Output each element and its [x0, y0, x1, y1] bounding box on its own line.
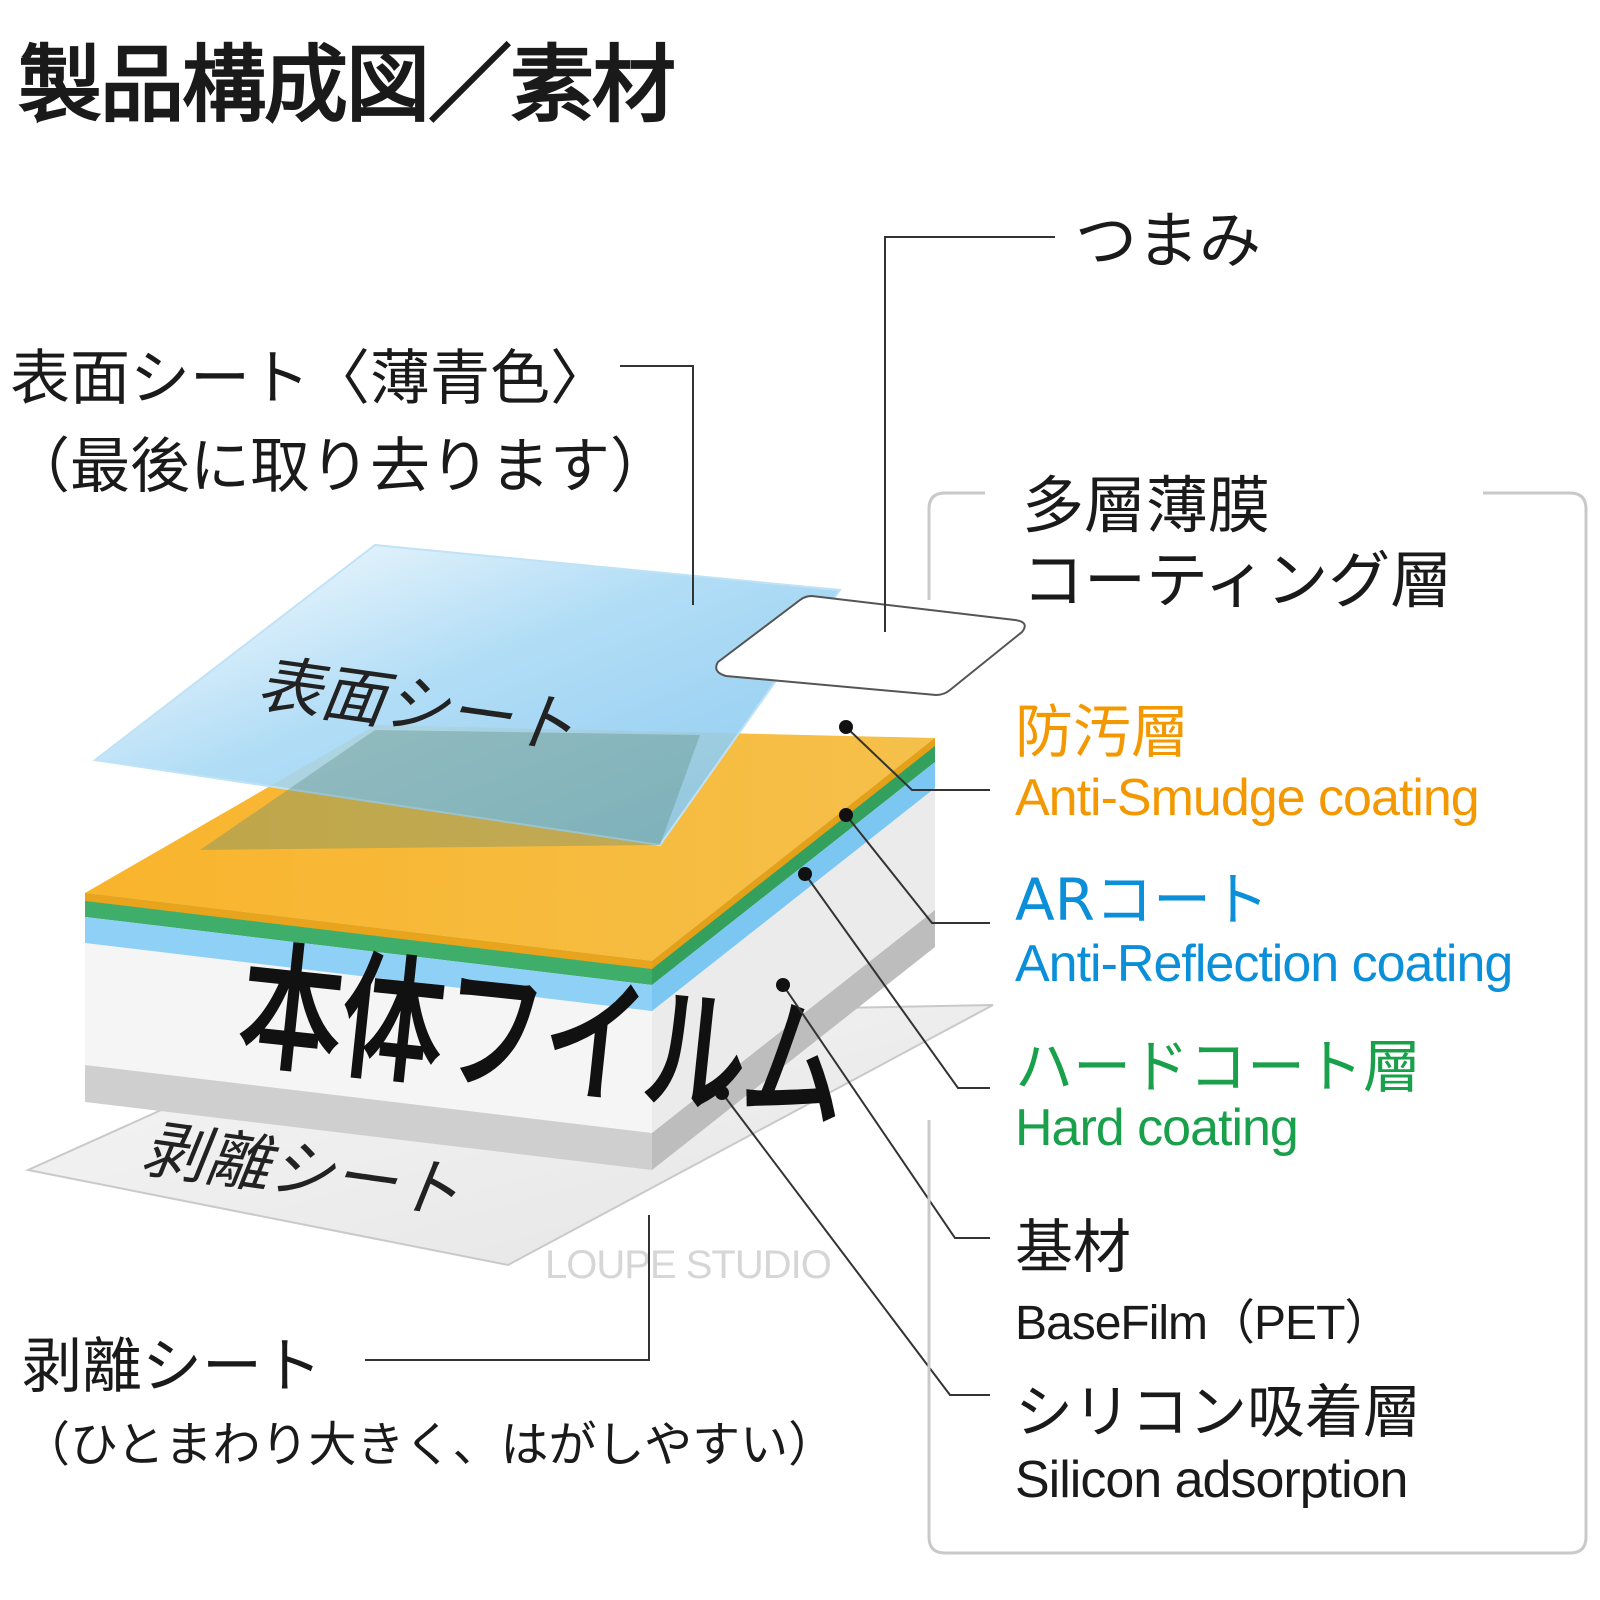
anti-smudge-edge-side: [652, 738, 935, 969]
anti-smudge-label: 防汚層: [1015, 698, 1190, 766]
release-sheet-note: （ひとまわり大きく、はがしやすい）: [22, 1417, 837, 1473]
silicon-label: シリコン吸着層: [1015, 1378, 1422, 1446]
hard-coat-label: ハードコート層: [1015, 1033, 1422, 1101]
hard-coat-label-en: Hard coating: [1015, 1099, 1299, 1157]
silicon-layer-side: [652, 910, 935, 1170]
ar-coat-label-en: Anti-Reflection coating: [1015, 935, 1513, 993]
leader-surface-sheet: [620, 365, 694, 605]
silicon-layer-front: [85, 1065, 652, 1170]
leader-silicon: [721, 1092, 990, 1396]
silicon-label-en: Silicon adsorption: [1015, 1451, 1408, 1509]
base-film-side: [652, 788, 935, 1133]
base-film-front: [85, 943, 652, 1133]
base-label: 基材: [1015, 1213, 1132, 1281]
dot-hard-coat: [839, 808, 853, 822]
dot-ar-coat: [798, 867, 812, 881]
dot-base: [776, 978, 790, 992]
anti-smudge-label-en: Anti-Smudge coating: [1015, 769, 1480, 827]
ar-coat-label: ARコート: [1015, 866, 1269, 934]
leader-tab: [884, 236, 1055, 632]
base-label-en: BaseFilm（PET）: [1015, 1297, 1392, 1350]
multilayer-bracket: [927, 491, 1588, 1555]
dot-silicon: [715, 1086, 729, 1100]
surface-sheet-note: （最後に取り去ります）: [10, 432, 670, 502]
surface-sheet: [92, 543, 842, 847]
ar-coat-side: [652, 762, 935, 1011]
multilayer-label-line1: 多層薄膜: [1022, 469, 1271, 542]
leader-hard-coat: [804, 873, 990, 1089]
surface-sheet-shadow: [200, 730, 700, 850]
leader-anti-smudge: [845, 726, 990, 791]
anti-smudge-edge-front: [85, 893, 652, 969]
tab-label: つまみ: [1075, 204, 1262, 277]
page-title: 製品構成図／素材: [18, 36, 676, 134]
surface-sheet-label: 表面シート〈薄青色〉: [10, 344, 610, 414]
release-sheet-label: 剥離シート: [22, 1332, 322, 1402]
tab-shape: [715, 594, 1026, 697]
leader-base: [782, 984, 990, 1239]
watermark: LOUPE STUDIO: [545, 1243, 831, 1287]
dot-anti-smudge: [839, 720, 853, 734]
leader-ar-coat: [845, 814, 990, 924]
multilayer-label-line2: コーティング層: [1022, 544, 1453, 617]
leader-release-sheet: [365, 1215, 650, 1361]
ar-coat-front: [85, 917, 652, 1011]
